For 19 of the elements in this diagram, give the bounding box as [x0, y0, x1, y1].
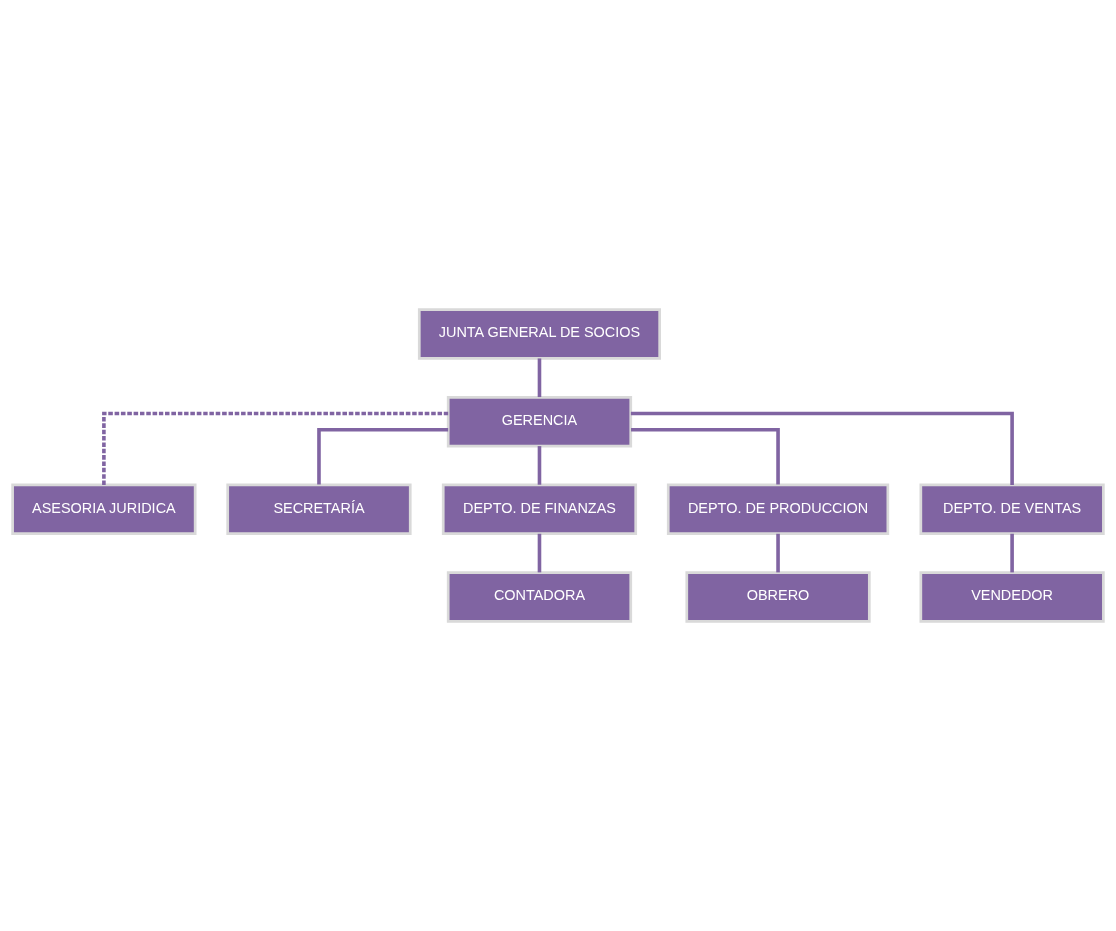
node-box: DEPTO. DE VENTAS	[919, 483, 1105, 536]
node-box: GERENCIA	[446, 395, 633, 448]
node-box: JUNTA GENERAL DE SOCIOS	[417, 308, 661, 360]
node-box: ASESORIA JURIDICA	[11, 483, 197, 536]
connector	[537, 533, 542, 573]
connector	[776, 533, 780, 573]
node-box: SECRETARÍA	[226, 483, 412, 536]
node-box: OBRERO	[685, 571, 871, 623]
connector	[537, 358, 542, 398]
connector	[102, 411, 449, 485]
connector	[317, 428, 449, 485]
connector	[537, 446, 542, 485]
node-box: VENDEDOR	[919, 571, 1105, 623]
node-box: DEPTO. DE PRODUCCION	[666, 483, 890, 536]
node-box: CONTADORA	[446, 571, 633, 623]
connector	[630, 411, 1014, 485]
node-box: DEPTO. DE FINANZAS	[441, 483, 638, 536]
connector	[631, 428, 780, 485]
connector	[1010, 533, 1014, 573]
